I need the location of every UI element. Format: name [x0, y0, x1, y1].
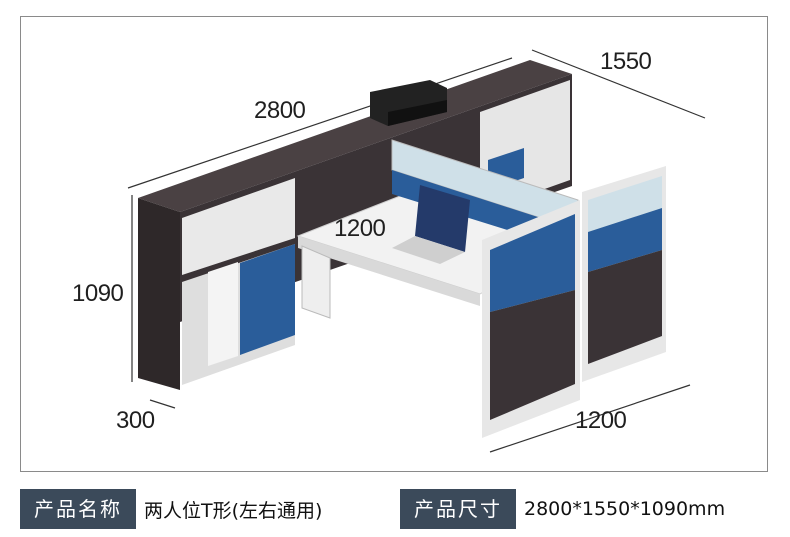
product-size-value: 2800*1550*1090mm: [524, 498, 726, 520]
white-cabinet-door: [208, 262, 238, 366]
dim-line-length: [127, 57, 513, 189]
dim-line-cabinet-depth: [149, 399, 176, 409]
blue-cabinet-door: [240, 244, 295, 355]
dimension-partition-width: 1200: [575, 407, 627, 434]
side-partition-blue: [588, 208, 662, 272]
product-name-value: 两人位T形(左右通用): [144, 499, 323, 522]
dimension-inner-width: 1200: [334, 215, 386, 242]
product-name-label: 产品名称: [20, 489, 136, 529]
dim-line-partition: [489, 384, 691, 453]
product-size-row: 产品尺寸 2800*1550*1090mm: [400, 488, 725, 530]
desk-edge: [298, 236, 480, 306]
front-partition-blue: [490, 214, 575, 312]
dimension-height: 1090: [72, 280, 124, 307]
dimension-cabinet-depth: 300: [116, 407, 155, 434]
cabinet-side-panel: [138, 198, 180, 390]
back-cabinet-top: [138, 60, 572, 212]
dim-line-depth: [531, 49, 706, 119]
left-shelf-upper: [182, 178, 295, 275]
product-name-row: 产品名称 两人位T形(左右通用): [20, 488, 322, 530]
side-partition-glass: [588, 176, 662, 232]
laptop-icon: [392, 185, 470, 264]
dimension-depth: 1550: [600, 48, 652, 75]
side-partition-dark: [588, 250, 662, 364]
cpu-tower: [301, 245, 331, 319]
front-partition-dark: [490, 290, 575, 420]
product-size-label: 产品尺寸: [400, 489, 516, 529]
printer: [370, 80, 447, 126]
dimension-length: 2800: [254, 97, 306, 124]
